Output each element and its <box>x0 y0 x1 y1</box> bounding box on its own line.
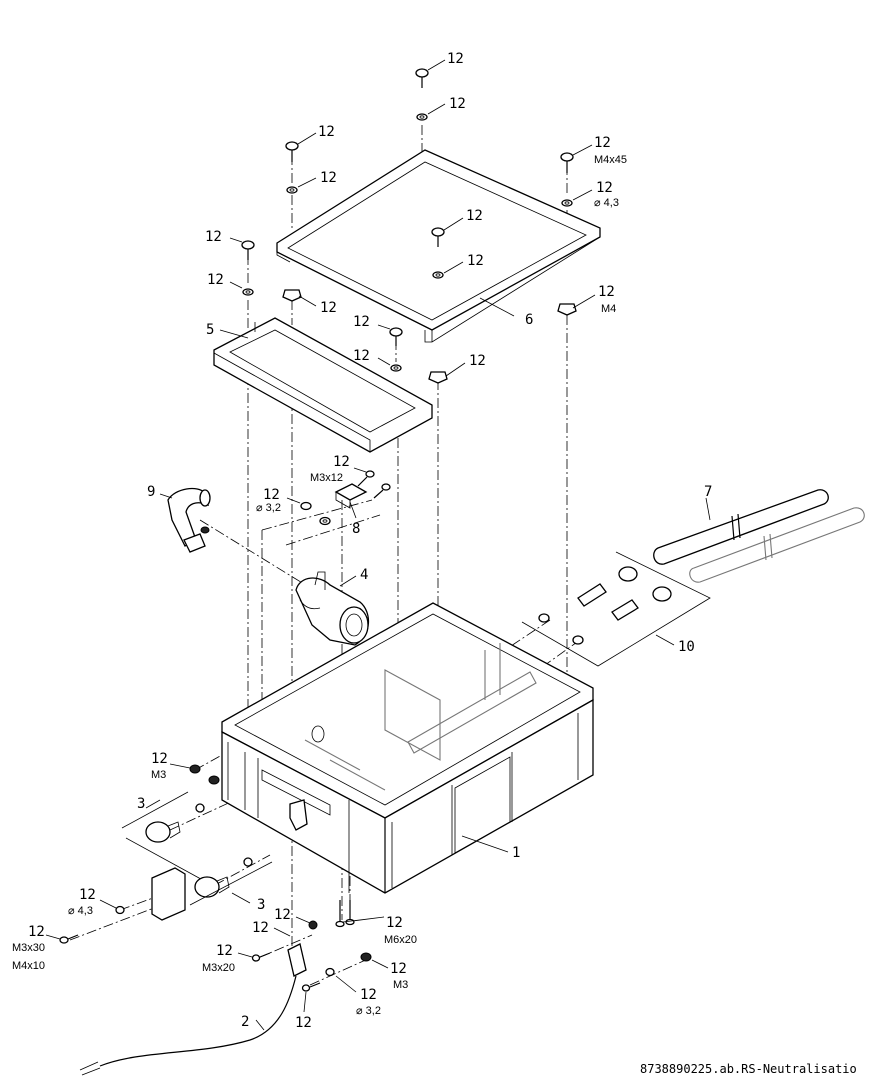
sensor-3-lower <box>189 861 273 906</box>
callout-12: 12 <box>447 51 464 67</box>
nut <box>189 764 201 774</box>
spec-label: M6x20 <box>384 934 417 946</box>
washer <box>432 271 444 279</box>
screw <box>431 227 445 247</box>
callout-12: 12 <box>469 353 486 369</box>
callout-12: 12 <box>151 751 168 767</box>
callout-12: 12 <box>216 943 233 959</box>
cover-plate <box>151 867 186 921</box>
callout-9: 9 <box>147 484 155 500</box>
nut <box>208 775 220 785</box>
callout-6: 6 <box>525 312 533 328</box>
washer <box>115 905 125 915</box>
callout-12: 12 <box>28 924 45 940</box>
callout-3: 3 <box>257 897 265 913</box>
fasteners <box>59 68 577 992</box>
spec-label: ⌀ 3,2 <box>256 502 281 514</box>
screw <box>335 900 345 928</box>
callout-12: 12 <box>466 208 483 224</box>
nut <box>308 920 318 930</box>
cable-2 <box>79 943 307 1076</box>
nut <box>282 289 302 302</box>
spec-label: M3 <box>151 769 166 781</box>
screw <box>241 240 255 260</box>
sensor-3-upper <box>121 791 211 885</box>
callout-12: 12 <box>353 314 370 330</box>
washer <box>416 113 428 121</box>
callout-12: 12 <box>79 887 96 903</box>
callout-12: 12 <box>207 272 224 288</box>
washer <box>561 199 573 207</box>
callout-12: 12 <box>467 253 484 269</box>
nut <box>428 371 448 384</box>
nut <box>360 952 372 962</box>
callout-12: 12 <box>205 229 222 245</box>
washer <box>243 857 253 867</box>
bracket-8 <box>334 483 368 509</box>
screw <box>59 934 79 944</box>
pump-4 <box>295 571 370 646</box>
nut <box>557 303 577 316</box>
hoses-7 <box>653 489 865 583</box>
spec-label: ⌀ 4,3 <box>594 197 619 209</box>
callout-12: 12 <box>318 124 335 140</box>
screw <box>301 982 321 992</box>
washer <box>195 803 205 813</box>
callout-12: 12 <box>360 987 377 1003</box>
washer <box>242 288 254 296</box>
washer <box>325 967 335 977</box>
drawing-reference: 8738890225.ab.RS-Neutralisatio <box>640 1062 857 1076</box>
spec-label: M4x45 <box>594 154 627 166</box>
hose-elbow-9 <box>167 487 211 553</box>
callout-12: 12 <box>449 96 466 112</box>
callout-12: 12 <box>252 920 269 936</box>
spec-label: M3x20 <box>202 962 235 974</box>
callout-12: 12 <box>390 961 407 977</box>
screw <box>560 152 574 173</box>
screw <box>373 483 391 499</box>
callout-2: 2 <box>241 1014 249 1030</box>
callout-12: 12 <box>594 135 611 151</box>
spec-label: M4x10 <box>12 960 45 972</box>
spec-label: M3x30 <box>12 942 45 954</box>
callout-5: 5 <box>206 322 214 338</box>
screw <box>251 952 271 962</box>
spec-label: M3x12 <box>310 472 343 484</box>
callout-12: 12 <box>320 300 337 316</box>
callout-8: 8 <box>352 521 360 537</box>
washer <box>300 501 312 511</box>
screw <box>415 68 429 88</box>
callout-12: 12 <box>596 180 613 196</box>
frame-5 <box>213 317 433 453</box>
leader-lines <box>45 59 711 1031</box>
spec-label: ⌀ 4,3 <box>68 905 93 917</box>
callouts: 12 12 12 12 12 M4x45 12 ⌀ 4,3 12 12 12 1… <box>12 51 712 1031</box>
callout-12: 12 <box>333 454 350 470</box>
washer <box>286 186 298 194</box>
callout-4: 4 <box>360 567 368 583</box>
screw <box>357 470 375 487</box>
callout-3: 3 <box>137 796 145 812</box>
callout-10: 10 <box>678 639 695 655</box>
callout-7: 7 <box>704 484 712 500</box>
tank-1 <box>221 602 594 894</box>
spec-label: M3 <box>393 979 408 991</box>
callout-1: 1 <box>512 845 520 861</box>
callout-12: 12 <box>353 348 370 364</box>
screw <box>389 327 403 346</box>
callout-12: 12 <box>263 487 280 503</box>
callout-12: 12 <box>598 284 615 300</box>
callout-12: 12 <box>295 1015 312 1031</box>
callout-12: 12 <box>274 907 291 923</box>
spec-label: M4 <box>601 303 616 315</box>
spec-label: ⌀ 3,2 <box>356 1005 381 1017</box>
washer <box>390 364 402 372</box>
washer <box>319 516 331 526</box>
callout-12: 12 <box>386 915 403 931</box>
callout-12: 12 <box>320 170 337 186</box>
screw <box>285 141 299 162</box>
fittings-10 <box>521 551 711 667</box>
